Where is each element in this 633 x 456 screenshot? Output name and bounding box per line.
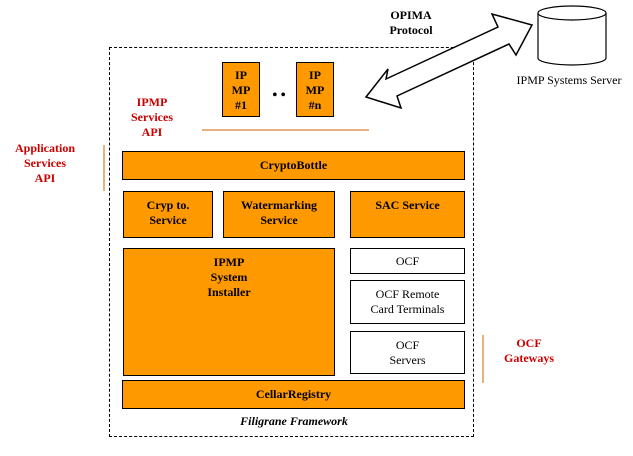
cellar-registry-box: CellarRegistry bbox=[122, 380, 465, 409]
database-icon bbox=[537, 5, 607, 66]
application-services-api-label: Application Services API bbox=[14, 141, 75, 185]
ocf-servers-box: OCF Servers bbox=[350, 331, 465, 374]
filigrane-framework-label: Filigrane Framework bbox=[240, 414, 348, 428]
watermarking-service-box: Watermarking Service bbox=[223, 191, 335, 238]
cryptobottle-box: CryptoBottle bbox=[122, 151, 465, 180]
crypto-service-box: Cryp to. Service bbox=[123, 191, 213, 238]
ipmp-tool-1: IP MP #1 bbox=[222, 62, 260, 117]
ipmp-tool-n: IP MP #n bbox=[296, 62, 334, 117]
ipmp-services-api-label: IPMP Services API bbox=[131, 95, 173, 139]
opima-protocol-arrow bbox=[364, 12, 534, 110]
ipmp-systems-server-label: IPMP Systems Server bbox=[516, 73, 622, 87]
ocf-box: OCF bbox=[350, 248, 465, 274]
opima-protocol-label: OPIMA Protocol bbox=[389, 8, 433, 37]
ipmp-system-installer-box: IPMP System Installer bbox=[123, 248, 335, 376]
sac-service-box: SAC Service bbox=[350, 191, 465, 238]
framework-boundary bbox=[109, 47, 474, 437]
ocf-gateways-label: OCF Gateways bbox=[504, 336, 554, 365]
ocf-remote-card-terminals-box: OCF Remote Card Terminals bbox=[350, 280, 465, 324]
ellipsis-dots: • • bbox=[272, 88, 286, 103]
